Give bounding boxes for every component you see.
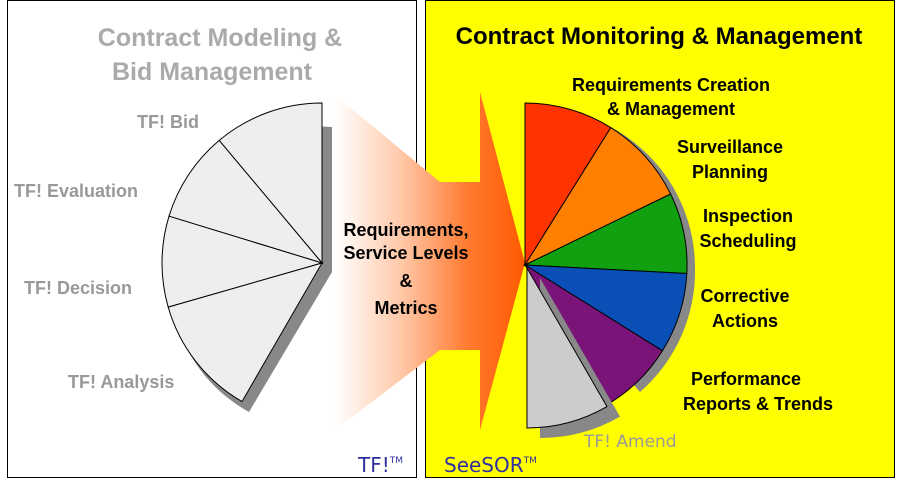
right-fan <box>523 102 688 439</box>
amend-label: TF! Amend <box>583 432 677 452</box>
right-title: Contract Monitoring & Management <box>456 23 863 50</box>
segment-label-bid: TF! Bid <box>137 112 199 132</box>
seesor-brand: SeeSORTM <box>444 453 537 477</box>
left-fan <box>161 102 324 403</box>
tf-brand: TF!TM <box>357 453 403 477</box>
arrow-text-line2: Service Levels <box>343 243 468 263</box>
item-surveillance-line2: Planning <box>692 162 768 182</box>
right-item-labels: Requirements Creation & Management Surve… <box>572 75 833 414</box>
arrow-text-line1: Requirements, <box>343 220 468 240</box>
item-performance-line2: Reports & Trends <box>683 394 833 414</box>
arrow-text-line3: & <box>400 271 413 291</box>
wedge-requirements <box>524 102 612 267</box>
wedge-surveillance <box>523 126 672 267</box>
wedge-amend <box>526 266 608 429</box>
wedge-bid <box>218 102 323 265</box>
item-surveillance-line1: Surveillance <box>677 137 783 157</box>
left-title-line1: Contract Modeling & <box>98 24 342 52</box>
transfer-arrow <box>335 92 525 430</box>
item-performance-line1: Performance <box>691 369 801 389</box>
wedge-decision <box>161 215 324 308</box>
left-title-line2: Bid Management <box>112 58 313 86</box>
item-inspection-line1: Inspection <box>703 206 793 226</box>
wedge-analysis <box>167 262 324 403</box>
item-inspection-line2: Scheduling <box>699 231 796 251</box>
item-requirements-line2: & Management <box>607 99 735 119</box>
segment-label-analysis: TF! Analysis <box>68 372 174 392</box>
item-corrective-line2: Actions <box>712 311 778 331</box>
arrow-text-line4: Metrics <box>374 298 437 318</box>
item-requirements-line1: Requirements Creation <box>572 75 770 95</box>
wedge-evaluation <box>168 139 324 264</box>
segment-label-evaluation: TF! Evaluation <box>14 181 138 201</box>
item-corrective-line1: Corrective <box>700 286 789 306</box>
segment-label-decision: TF! Decision <box>24 278 132 298</box>
